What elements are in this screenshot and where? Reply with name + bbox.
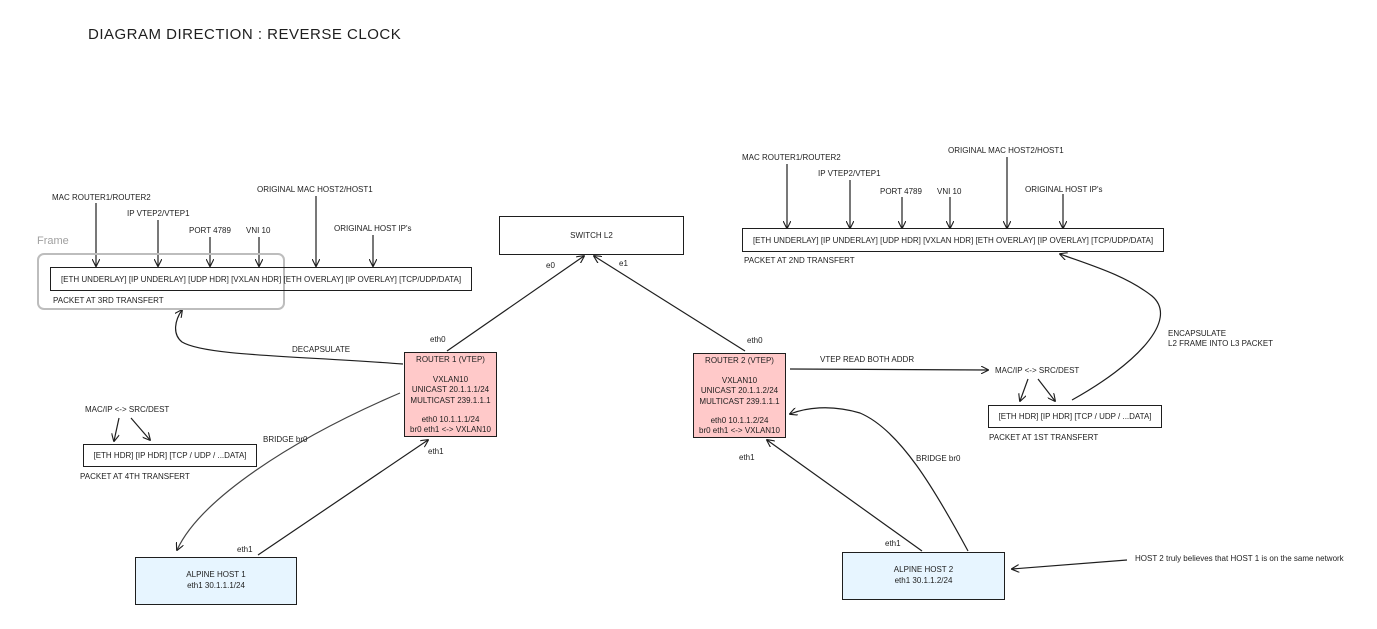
decapsulate-label: DECAPSULATE: [292, 345, 351, 354]
arrow-p1-right: [1037, 378, 1055, 401]
packet-3-label-port: PORT 4789: [189, 226, 231, 235]
router-2-bridge: br0 eth1 <-> VXLAN10: [699, 426, 780, 436]
arrow-p4-left: [114, 417, 120, 441]
host-1-port-eth1: eth1: [237, 545, 253, 554]
packet-4-content: [ETH HDR] [IP HDR] [TCP / UDP / ...DATA]: [93, 451, 247, 460]
packet-3-content: [ETH UNDERLAY] [IP UNDERLAY] [UDP HDR] […: [60, 274, 462, 284]
packet-3-label-mac: MAC ROUTER1/ROUTER2: [52, 193, 151, 202]
router-1-title: ROUTER 1 (VTEP): [416, 355, 485, 365]
arrow-p4-right: [130, 417, 150, 440]
packet-4-mac-ip: MAC/IP <-> SRC/DEST: [85, 405, 170, 414]
arrow-decapsulate: [176, 310, 404, 365]
packet-3rd-transfert: [ETH UNDERLAY] [IP UNDERLAY] [UDP HDR] […: [50, 267, 472, 291]
link-host1-router1: [257, 440, 428, 556]
router-1-bridge: br0 eth1 <-> VXLAN10: [410, 425, 491, 435]
router-1-port-eth0: eth0: [430, 335, 446, 344]
link-router2-switch: [594, 256, 746, 352]
host-2-note: HOST 2 truly believes that HOST 1 is on …: [1135, 554, 1344, 563]
packet-3-label-orig-ip: ORIGINAL HOST IP's: [334, 224, 412, 233]
frame[interactable]: [37, 253, 285, 310]
packet-4th-transfert: [ETH HDR] [IP HDR] [TCP / UDP / ...DATA]: [83, 444, 257, 467]
arrow-bridge-router1-host1: [177, 392, 401, 550]
router-1-unicast: UNICAST 20.1.1.1/24: [411, 385, 490, 395]
bridge-left-label: BRIDGE br0: [263, 435, 308, 444]
alpine-host-1[interactable]: ALPINE HOST 1 eth1 30.1.1.1/24: [135, 557, 297, 605]
arrow-encapsulate: [1060, 254, 1162, 401]
link-host2-router2: [767, 440, 923, 552]
switch-label: SWITCH L2: [570, 231, 613, 240]
packet-2-label-ip: IP VTEP2/VTEP1: [818, 169, 881, 178]
router-1-multicast: MULTICAST 239.1.1.1: [410, 395, 491, 405]
router-2-port-eth1: eth1: [739, 453, 755, 462]
router-2-vxlan: VXLAN10: [721, 375, 758, 385]
router-2-unicast: UNICAST 20.1.1.2/24: [700, 386, 779, 396]
switch-port-e0: e0: [546, 261, 555, 270]
packet-3-label-orig-mac: ORIGINAL MAC HOST2/HOST1: [257, 185, 373, 194]
host-1-ip: eth1 30.1.1.1/24: [187, 581, 245, 590]
packet-2nd-transfert: [ETH UNDERLAY] [IP UNDERLAY] [UDP HDR] […: [742, 228, 1164, 252]
alpine-host-2[interactable]: ALPINE HOST 2 eth1 30.1.1.2/24: [842, 552, 1005, 600]
packet-2-label-orig-ip: ORIGINAL HOST IP's: [1025, 185, 1103, 194]
packet-2-label-mac: MAC ROUTER1/ROUTER2: [742, 153, 841, 162]
packet-2-label-orig-mac: ORIGINAL MAC HOST2/HOST1: [948, 146, 1064, 155]
arrow-p1-left: [1020, 378, 1029, 401]
router-1-eth0: eth0 10.1.1.1/24: [421, 414, 480, 424]
host-1-name: ALPINE HOST 1: [186, 570, 246, 580]
router-2-title: ROUTER 2 (VTEP): [705, 356, 774, 366]
router-2-multicast: MULTICAST 239.1.1.1: [699, 396, 780, 406]
packet-2-label-port: PORT 4789: [880, 187, 922, 196]
packet-4-caption: PACKET AT 4TH TRANSFERT: [80, 472, 190, 481]
packet-3-label-vni: VNI 10: [246, 226, 271, 235]
arrow-vtep-read: [789, 369, 988, 370]
vtep-read-label: VTEP READ BOTH ADDR: [820, 355, 915, 364]
packet-1st-transfert: [ETH HDR] [IP HDR] [TCP / UDP / ...DATA]: [988, 405, 1162, 428]
switch-port-e1: e1: [619, 259, 628, 268]
encapsulate-label-2: L2 FRAME INTO L3 PACKET: [1168, 339, 1274, 348]
host-2-port-eth1: eth1: [885, 539, 901, 548]
router-1-port-eth1: eth1: [428, 447, 444, 456]
arrow-host2-note: [1012, 559, 1128, 569]
packet-2-caption: PACKET AT 2ND TRANSFERT: [744, 256, 855, 265]
link-router1-switch: [446, 256, 584, 352]
packet-1-content: [ETH HDR] [IP HDR] [TCP / UDP / ...DATA]: [998, 412, 1152, 421]
host-2-name: ALPINE HOST 2: [893, 565, 954, 575]
arrow-bridge-host2-router2: [790, 407, 969, 552]
packet-1-caption: PACKET AT 1ST TRANSFERT: [989, 433, 1099, 442]
packet-2-content: [ETH UNDERLAY] [IP UNDERLAY] [UDP HDR] […: [752, 235, 1154, 245]
encapsulate-label: ENCAPSULATE: [1168, 329, 1227, 338]
router-1-vtep[interactable]: ROUTER 1 (VTEP) VXLAN10 UNICAST 20.1.1.1…: [404, 352, 497, 437]
router-2-port-eth0: eth0: [747, 336, 763, 345]
switch-l2[interactable]: SWITCH L2: [499, 216, 684, 255]
router-2-vtep[interactable]: ROUTER 2 (VTEP) VXLAN10 UNICAST 20.1.1.2…: [693, 353, 786, 438]
host-2-ip: eth1 30.1.1.2/24: [894, 576, 953, 585]
bridge-right-label: BRIDGE br0: [916, 454, 961, 463]
router-2-eth0: eth0 10.1.1.2/24: [710, 415, 769, 425]
packet-3-label-ip: IP VTEP2/VTEP1: [127, 209, 190, 218]
packet-1-mac-ip: MAC/IP <-> SRC/DEST: [995, 366, 1080, 375]
frame-label: Frame: [37, 235, 69, 247]
packet-2-label-vni: VNI 10: [937, 187, 962, 196]
router-1-vxlan: VXLAN10: [432, 374, 469, 384]
diagram-title: DIAGRAM DIRECTION : REVERSE CLOCK: [88, 26, 402, 43]
packet-3-caption: PACKET AT 3RD TRANSFERT: [53, 296, 164, 305]
